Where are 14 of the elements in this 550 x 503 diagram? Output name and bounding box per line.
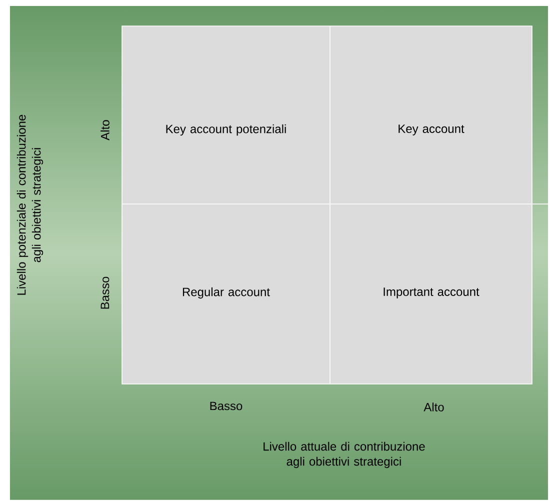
axis-value: Basso (210, 402, 242, 410)
axis-value: Alto (100, 120, 110, 140)
node-label: Key account (398, 124, 464, 136)
axis-value: Alto (424, 402, 444, 412)
axis-value: Basso (100, 276, 110, 309)
node-label: Key account potenziali (166, 124, 286, 136)
node-label: Regular account (182, 287, 270, 299)
matrix-cell: Regular account (122, 204, 330, 384)
node-label: Important account (384, 288, 480, 298)
matrix-cell: Key account potenziali (122, 26, 330, 204)
matrix-cell: Important account (330, 204, 532, 384)
matrix-cell: Key account (330, 26, 532, 204)
axis-title: Livello attuale di contribuzione agli obiettivi strategici (264, 442, 425, 468)
axis-title: Livello potenziale di contribuzione agli obiettivi strategici (16, 114, 44, 295)
